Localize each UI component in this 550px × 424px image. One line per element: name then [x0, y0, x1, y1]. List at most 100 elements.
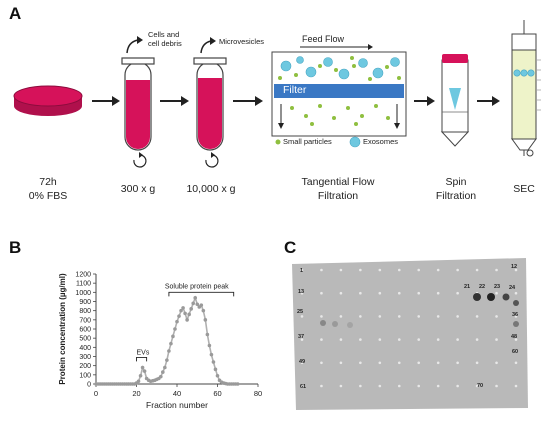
spot-label: 23	[494, 284, 500, 290]
blot-spot	[514, 338, 518, 341]
blot-spot	[339, 338, 343, 341]
data-point	[213, 367, 218, 372]
data-point	[161, 370, 165, 374]
blot-spot-strong	[502, 293, 510, 301]
tff-box	[271, 44, 407, 148]
y-tick-label: 600	[79, 327, 91, 334]
blot-spot	[320, 361, 323, 365]
spot-label: 49	[299, 359, 305, 365]
spot-label: 25	[297, 309, 303, 315]
blot-spot	[436, 315, 440, 318]
test-tube-icon	[121, 57, 155, 151]
rotation-icon	[133, 154, 147, 168]
blot-spot	[475, 384, 479, 388]
peak-annotation: Soluble protein peak	[165, 283, 229, 290]
feed-flow-label: Feed Flow	[302, 34, 345, 44]
blot-spot	[378, 291, 382, 295]
blot-spot	[475, 361, 479, 365]
blot-spot	[495, 268, 498, 272]
blot-spot	[300, 268, 304, 272]
y-tick-label: 800	[79, 308, 91, 315]
spot-label: 13	[298, 289, 304, 295]
blot-spot	[378, 268, 382, 272]
panel-c-letter: C	[284, 238, 297, 257]
blot-spot	[456, 361, 459, 365]
blot-spot	[495, 361, 498, 365]
data-point	[169, 341, 173, 346]
blot-spot	[397, 268, 401, 272]
spot-label: 21	[464, 284, 470, 290]
blot-spot	[417, 268, 421, 272]
blot-spot	[397, 291, 401, 295]
data-point	[163, 365, 167, 370]
blot-spot	[359, 338, 362, 341]
blot-spot	[378, 384, 382, 388]
data-point	[165, 358, 169, 362]
blot-spot-strong	[332, 321, 338, 327]
blot-spot	[300, 338, 304, 341]
blot-spot	[436, 384, 440, 388]
panel-a-letter: A	[9, 4, 22, 23]
blot-spot	[359, 315, 362, 318]
blot-spot	[339, 361, 343, 365]
label-line: 0% FBS	[28, 190, 68, 202]
curved-arrow-icon	[126, 39, 139, 54]
spot-label: 12	[511, 264, 517, 270]
series-line	[96, 295, 238, 385]
flow-arrow-icon	[414, 96, 435, 106]
blot-spot	[514, 291, 518, 295]
blot-spot	[475, 338, 479, 341]
data-point	[199, 303, 204, 307]
flow-arrow-icon	[233, 96, 263, 106]
data-point	[185, 318, 189, 322]
blot-spot	[514, 361, 518, 365]
blot-spot	[417, 315, 421, 318]
y-tick-label: 1200	[75, 272, 91, 279]
note-line: Cells and	[148, 30, 180, 39]
step-label-10000g: 10,000 x g	[186, 183, 236, 195]
blot-spot	[475, 315, 479, 318]
blot-spot	[397, 315, 401, 318]
y-tick-label: 200	[79, 363, 91, 370]
y-tick-label: 300	[79, 354, 91, 361]
blot-spot	[339, 268, 343, 272]
data-point	[205, 332, 210, 337]
panel-b-letter: B	[9, 238, 22, 257]
blot-spot	[359, 291, 362, 295]
sec-column-icon	[511, 20, 541, 157]
blot-spot	[339, 315, 343, 318]
y-tick-label: 700	[79, 317, 91, 324]
data-point	[209, 352, 214, 357]
blot-spot	[300, 315, 304, 318]
data-point	[171, 334, 175, 339]
blot-spot	[456, 338, 459, 341]
blot-spot	[300, 361, 304, 365]
blot-spot-strong	[487, 293, 495, 301]
spot-label: 24	[509, 285, 516, 291]
x-tick-label: 0	[94, 389, 98, 398]
spot-label: 61	[300, 384, 306, 390]
y-tick-label: 1000	[75, 290, 91, 297]
blot-spot	[320, 384, 323, 388]
blot-spot	[300, 291, 304, 295]
spot-label: 37	[298, 334, 304, 340]
flow-arrow-icon	[477, 96, 500, 106]
data-point	[142, 369, 147, 373]
legend-exosomes: Exosomes	[363, 137, 399, 146]
spot-label: 70	[477, 383, 483, 389]
blot-spot	[495, 291, 498, 295]
blot-spot	[339, 291, 343, 295]
data-point	[201, 308, 206, 313]
data-point	[183, 311, 187, 316]
blot-spot	[495, 384, 498, 388]
spot-label: 36	[512, 312, 518, 318]
evs-bracket	[136, 356, 148, 362]
protein-chart: 0100200300400500600700800900100011001200…	[58, 272, 262, 411]
label-line: Tangential Flow	[301, 176, 375, 188]
x-tick-label: 60	[213, 389, 221, 398]
blot-spot	[456, 268, 459, 272]
filter-label: Filter	[283, 84, 307, 96]
data-point	[189, 307, 193, 311]
blot-spot	[320, 268, 323, 272]
